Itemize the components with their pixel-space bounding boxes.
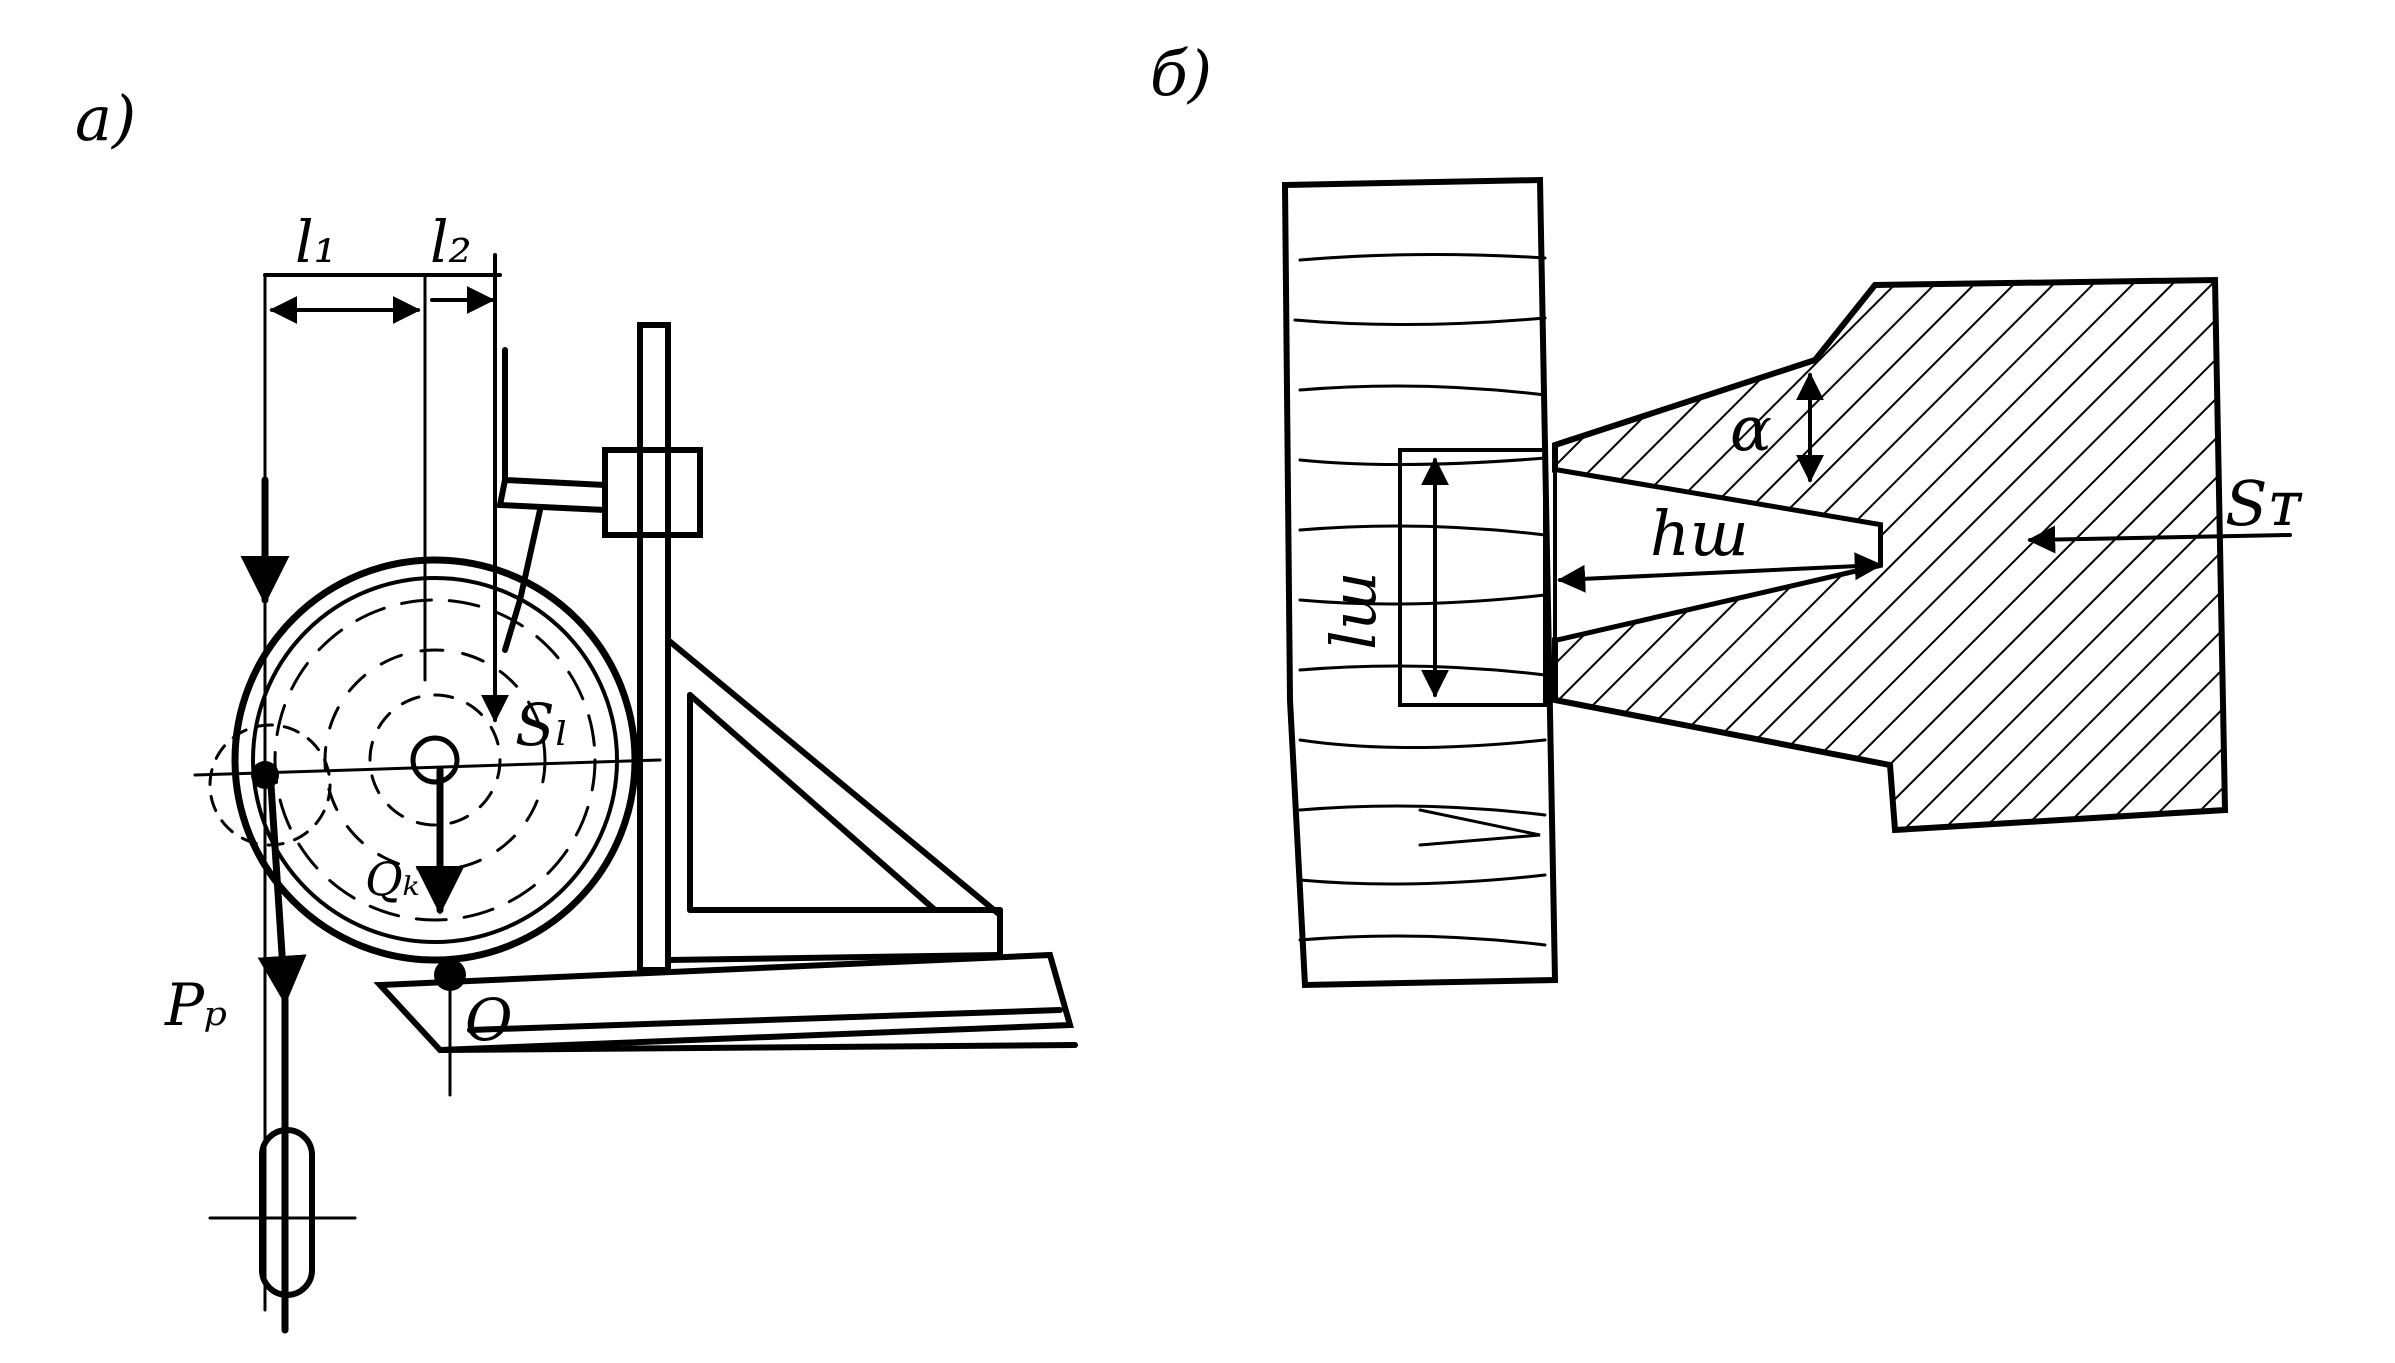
panel-b-label: б) bbox=[1150, 37, 1212, 110]
dimension-lines-b bbox=[1421, 372, 2292, 698]
dimension-lines bbox=[263, 253, 509, 723]
force-arrows bbox=[240, 476, 465, 1334]
contact-point-O bbox=[434, 959, 466, 991]
roller-wheel bbox=[208, 556, 639, 964]
contact-point-left bbox=[251, 761, 279, 789]
label-O: O bbox=[465, 986, 513, 1054]
label-S-b: Sᴛ bbox=[2225, 467, 2303, 540]
label-l2: l₂ bbox=[430, 208, 472, 276]
stand-frame bbox=[496, 322, 1003, 973]
label-h: hш bbox=[1650, 497, 1749, 570]
label-l: lш bbox=[1317, 571, 1390, 650]
panel-a: a) bbox=[75, 82, 1078, 1334]
panel-a-label: a) bbox=[75, 82, 136, 155]
base-plate bbox=[373, 951, 1078, 1054]
label-l1: l₁ bbox=[295, 208, 337, 276]
label-Q: Qₖ bbox=[365, 852, 420, 906]
panel-b: б) bbox=[1150, 37, 2303, 989]
hanging-weight bbox=[259, 1127, 315, 1298]
label-S: Sₗ bbox=[515, 691, 569, 759]
label-alpha: α bbox=[1730, 392, 1772, 465]
label-P: Pₚ bbox=[164, 971, 227, 1039]
